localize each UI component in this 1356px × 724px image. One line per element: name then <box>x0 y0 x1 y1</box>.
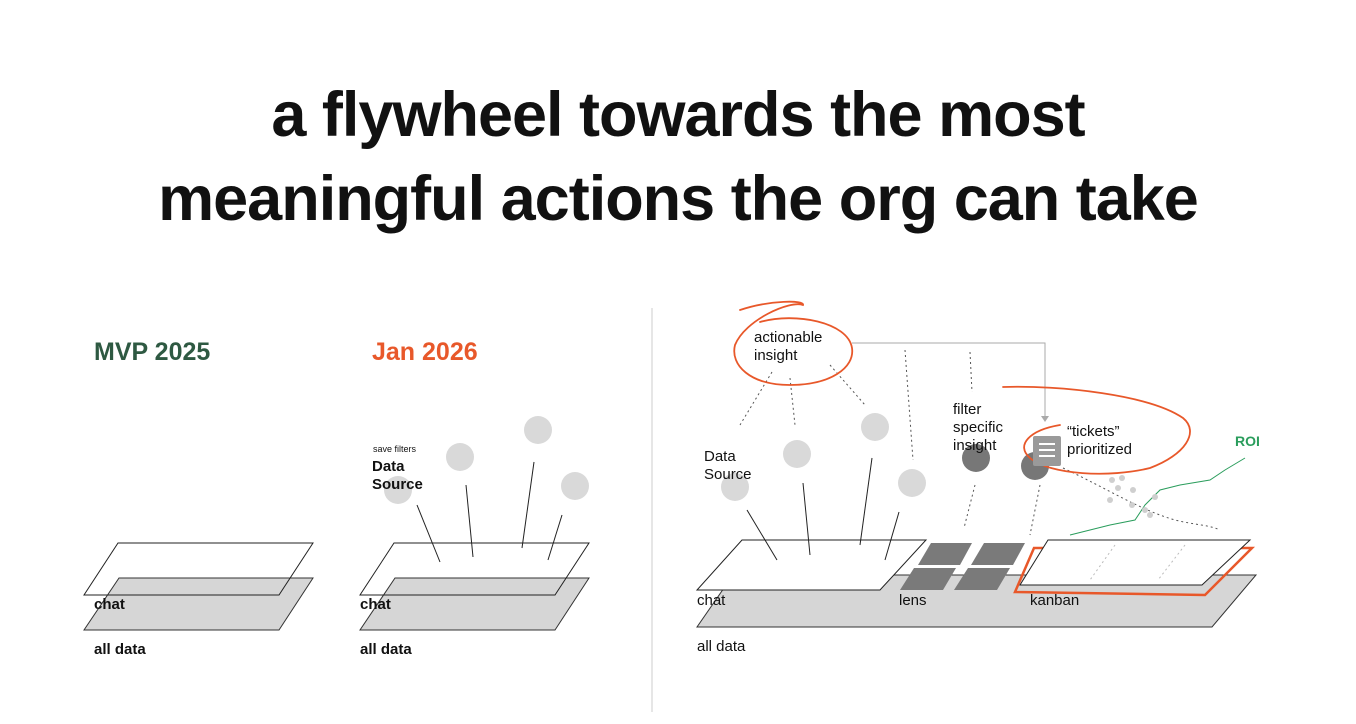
ticket-document-icon <box>1033 436 1061 466</box>
lens-tile <box>918 543 972 565</box>
lens-tile <box>954 568 1010 590</box>
actionable-insight-label: actionable insight <box>754 329 823 364</box>
dotted-links <box>739 349 1221 536</box>
future-data-source-label: Data Source <box>704 448 752 483</box>
jan-all-data-layer <box>359 577 590 631</box>
mvp-all-data-label: all data <box>94 641 146 658</box>
kanban-label: kanban <box>1030 592 1080 609</box>
jan-chat-label: chat <box>360 596 391 613</box>
jan-data-source-label: Data Source <box>372 458 423 493</box>
jan-circle-2 <box>446 443 474 471</box>
jan-all-data-label: all data <box>360 641 412 658</box>
future-circle-1 <box>721 473 749 501</box>
filter-insight-label: filter specific insight <box>953 401 1004 454</box>
insight-scribble <box>733 300 853 386</box>
feedback-arrow <box>852 342 1046 418</box>
future-circle-2 <box>783 440 811 468</box>
future-chat-layer <box>695 539 928 591</box>
jan-chat-layer <box>359 542 590 596</box>
lens-label: lens <box>899 592 927 609</box>
mvp-heading: MVP 2025 <box>94 338 211 366</box>
kanban-board <box>1019 539 1252 586</box>
mvp-chat-label: chat <box>94 596 125 613</box>
roi-label: ROI <box>1235 433 1260 449</box>
future-all-data-label: all data <box>697 638 746 655</box>
lens-tile <box>971 543 1025 565</box>
jan-connectors <box>416 461 563 563</box>
kanban-dividers <box>1089 544 1186 581</box>
future-data-points <box>721 413 1049 501</box>
future-connectors <box>746 457 900 561</box>
tickets-prioritized-label: “tickets” prioritized <box>1067 423 1133 458</box>
page-title-line-2: meaningful actions the org can take <box>158 164 1199 234</box>
feedback-arrowhead <box>1041 416 1049 422</box>
jan-save-filters-label: save filters <box>373 444 417 454</box>
roi-line <box>1069 457 1246 536</box>
future-circle-3 <box>861 413 889 441</box>
future-circle-4 <box>898 469 926 497</box>
jan-circle-4 <box>561 472 589 500</box>
tickets-scribble <box>1002 385 1191 475</box>
mvp-chat-layer <box>83 542 314 596</box>
future-chat-label: chat <box>697 592 726 609</box>
roi-scatter <box>1107 475 1158 518</box>
jan-circle-3 <box>524 416 552 444</box>
lens-tile <box>900 568 956 590</box>
jan-circle-1 <box>384 476 412 504</box>
filter-circle <box>962 444 990 472</box>
mvp-all-data-layer <box>83 577 314 631</box>
jan-heading: Jan 2026 <box>372 338 478 366</box>
jan-data-points <box>384 416 589 504</box>
page-title-line-1: a flywheel towards the most <box>271 80 1085 150</box>
lens-grid <box>900 543 1025 590</box>
